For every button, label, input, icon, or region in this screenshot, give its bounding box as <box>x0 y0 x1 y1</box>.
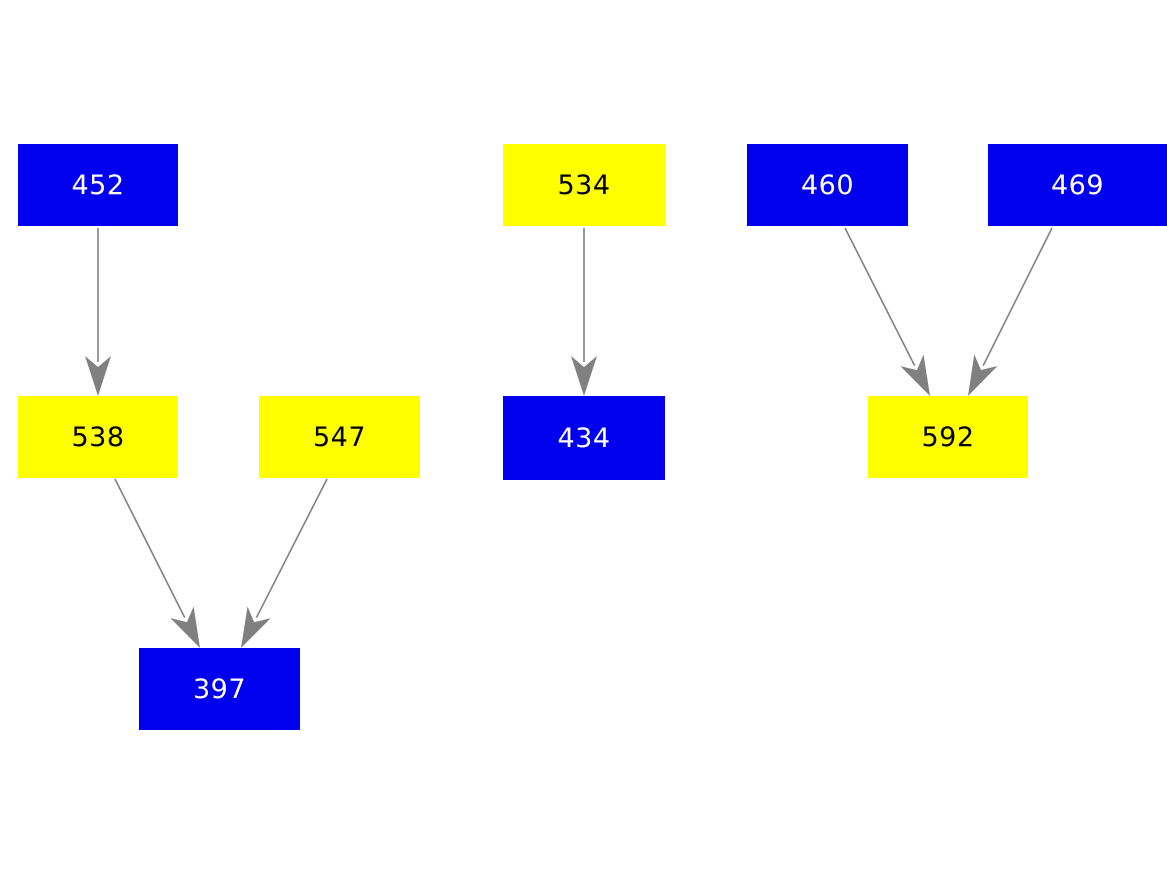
node-label: 460 <box>800 169 855 201</box>
edge-469-to-592 <box>968 227 1053 396</box>
edge-line <box>255 478 328 619</box>
graph-node-434[interactable]: 434 <box>503 396 665 480</box>
node-label: 538 <box>71 421 125 453</box>
node-label: 534 <box>557 169 611 201</box>
edge-534-to-434 <box>571 228 597 396</box>
graph-node-452[interactable]: 452 <box>18 144 178 226</box>
node-label: 452 <box>71 169 125 201</box>
arrow-head-icon <box>968 354 998 396</box>
edge-460-to-592 <box>844 227 930 396</box>
graph-node-460[interactable]: 460 <box>747 144 908 226</box>
edge-538-to-397 <box>114 478 200 648</box>
arrow-head-icon <box>241 606 271 648</box>
graph-node-534[interactable]: 534 <box>503 144 665 226</box>
edge-547-to-397 <box>241 478 328 648</box>
node-label: 547 <box>312 421 367 453</box>
edge-line <box>114 478 186 618</box>
graph-node-469[interactable]: 469 <box>988 144 1167 226</box>
arrow-head-icon <box>170 606 200 648</box>
graph-node-592[interactable]: 592 <box>868 396 1028 478</box>
node-label: 434 <box>557 422 611 454</box>
node-label: 469 <box>1050 169 1105 201</box>
arrow-head-icon <box>85 356 111 396</box>
graph-node-547[interactable]: 547 <box>259 396 420 478</box>
edge-452-to-538 <box>85 228 111 396</box>
arrow-head-icon <box>900 354 930 396</box>
edge-line <box>982 227 1053 366</box>
node-label: 397 <box>192 673 247 705</box>
node-label: 592 <box>921 421 975 453</box>
arrow-head-icon <box>571 356 597 396</box>
edge-line <box>844 227 916 367</box>
graph-node-538[interactable]: 538 <box>18 396 178 478</box>
graph-node-397[interactable]: 397 <box>139 648 300 730</box>
